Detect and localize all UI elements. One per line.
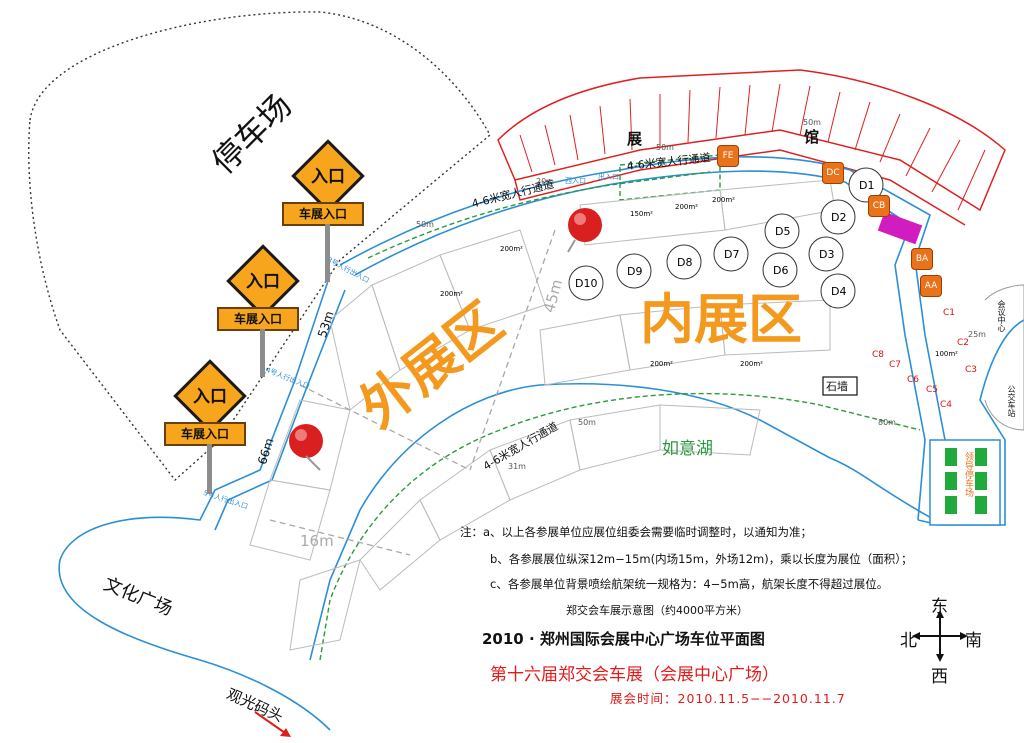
area-200-b: 200m² bbox=[712, 196, 735, 204]
dim-31m: 31m bbox=[508, 462, 526, 471]
note-a: 注：a、以上各参展单位应展位组委会需要临时调整时，以通知为准； bbox=[460, 525, 813, 539]
area-200-c: 200m² bbox=[500, 245, 523, 253]
area-200-e: 200m² bbox=[650, 360, 673, 368]
push-pin-2 bbox=[289, 424, 323, 471]
booth-cb[interactable]: CB bbox=[868, 195, 890, 217]
slot-c8[interactable]: C8 bbox=[872, 350, 885, 360]
compass-south: 南 bbox=[965, 631, 982, 651]
dim-16m: 16m bbox=[300, 532, 334, 550]
booth-d6[interactable]: D6 bbox=[773, 264, 789, 277]
show-dates: 展会时间：2010.11.5−−2010.11.7 bbox=[610, 691, 846, 706]
caption: 郑交会车展示意图（约4000平方米） bbox=[566, 604, 748, 617]
push-pin-1 bbox=[567, 208, 602, 253]
parking-boundary bbox=[28, 11, 491, 482]
slot-c5[interactable]: C5 bbox=[926, 385, 939, 395]
entrance-east-in[interactable]: 西入口 bbox=[565, 177, 586, 185]
pier-arrow bbox=[254, 711, 289, 736]
dim-20m: 20m bbox=[536, 177, 554, 186]
entry-sign-top: 入口 bbox=[246, 272, 280, 292]
route-outlines bbox=[319, 154, 921, 661]
slot-c6[interactable]: C6 bbox=[907, 375, 920, 385]
vip-parking bbox=[929, 439, 1001, 526]
booth-circles bbox=[568, 167, 884, 309]
booth-ba[interactable]: BA bbox=[911, 248, 933, 270]
bus-stop-label: 公交车站 bbox=[1007, 385, 1016, 417]
slot-c4[interactable]: C4 bbox=[940, 400, 953, 410]
magenta-sign bbox=[877, 211, 923, 245]
slot-c2[interactable]: C2 bbox=[957, 338, 970, 348]
booth-dc[interactable]: DC bbox=[822, 162, 844, 184]
sign-pole bbox=[207, 444, 212, 494]
compass-north: 北 bbox=[900, 631, 917, 651]
outer-stalls bbox=[249, 179, 836, 651]
conference-label: 会议中心 bbox=[997, 300, 1006, 332]
booth-aa[interactable]: AA bbox=[920, 275, 942, 297]
map-title: 2010 · 郑州国际会展中心广场车位平面图 bbox=[482, 630, 765, 648]
area-150: 150m² bbox=[630, 210, 653, 218]
lake-label: 如意湖 bbox=[662, 439, 713, 459]
dimension-lines bbox=[269, 229, 556, 556]
conference-area bbox=[984, 284, 1024, 431]
stone-wall-label: 石墙 bbox=[826, 380, 848, 393]
dim-50m-4: 50m bbox=[578, 418, 596, 427]
compass-west: 西 bbox=[931, 667, 948, 687]
area-200-d: 200m² bbox=[440, 290, 463, 298]
slot-c3[interactable]: C3 bbox=[965, 365, 978, 375]
dim-50m-3: 50m bbox=[416, 220, 434, 229]
dim-50m-1: 50m bbox=[656, 143, 674, 152]
booth-d4[interactable]: D4 bbox=[831, 285, 847, 298]
entry-sign-plate: 车展入口 bbox=[217, 307, 299, 331]
booth-fe[interactable]: FE bbox=[717, 145, 739, 167]
entrance-east-out[interactable]: 出入口 bbox=[598, 173, 619, 181]
entry-sign-plate: 车展入口 bbox=[164, 422, 246, 446]
slot-c1[interactable]: C1 bbox=[943, 308, 956, 318]
booth-d10[interactable]: D10 bbox=[575, 277, 598, 290]
hall-grid bbox=[497, 69, 1006, 226]
hall-stripes bbox=[519, 83, 986, 211]
area-200-f: 200m² bbox=[740, 360, 763, 368]
dim-50m-2: 50m bbox=[803, 118, 821, 127]
inner-zone-label: 内展区 bbox=[640, 288, 802, 351]
hall-label-1: 展 bbox=[627, 130, 643, 148]
booth-d8[interactable]: D8 bbox=[677, 256, 693, 269]
booth-d3[interactable]: D3 bbox=[819, 248, 835, 261]
slot-c7[interactable]: C7 bbox=[889, 360, 902, 370]
sign-pole bbox=[260, 329, 265, 377]
stone-wall bbox=[822, 376, 858, 396]
entry-sign-top: 入口 bbox=[311, 167, 345, 187]
booth-d1[interactable]: D1 bbox=[859, 179, 875, 192]
hall-label-2: 馆 bbox=[804, 128, 820, 146]
entry-sign-plate: 车展入口 bbox=[282, 202, 364, 226]
booth-d9[interactable]: D9 bbox=[627, 265, 643, 278]
vip-parking-label: 领导停车场 bbox=[963, 452, 973, 497]
booth-d2[interactable]: D2 bbox=[831, 211, 847, 224]
area-100: 100m² bbox=[935, 350, 958, 358]
note-b: b、各参展展位纵深12m−15m(内场15m，外场12m)，乘以长度为展位（面积… bbox=[490, 552, 913, 566]
map-subtitle: 第十六届郑交会车展（会展中心广场） bbox=[490, 665, 779, 685]
note-c: c、各参展单位背景喷绘航架统一规格为：4−5m高，航架长度不得超过展位。 bbox=[490, 577, 889, 591]
dim-25m: 25m bbox=[968, 330, 986, 339]
booth-d7[interactable]: D7 bbox=[724, 248, 740, 261]
compass-cross bbox=[918, 616, 962, 656]
entry-sign-top: 入口 bbox=[193, 387, 227, 407]
dim-80m: 80m bbox=[878, 418, 896, 427]
compass-east: 东 bbox=[931, 597, 948, 617]
booth-d5[interactable]: D5 bbox=[775, 225, 791, 238]
area-200-a: 200m² bbox=[675, 203, 698, 211]
sign-pole bbox=[325, 224, 330, 282]
